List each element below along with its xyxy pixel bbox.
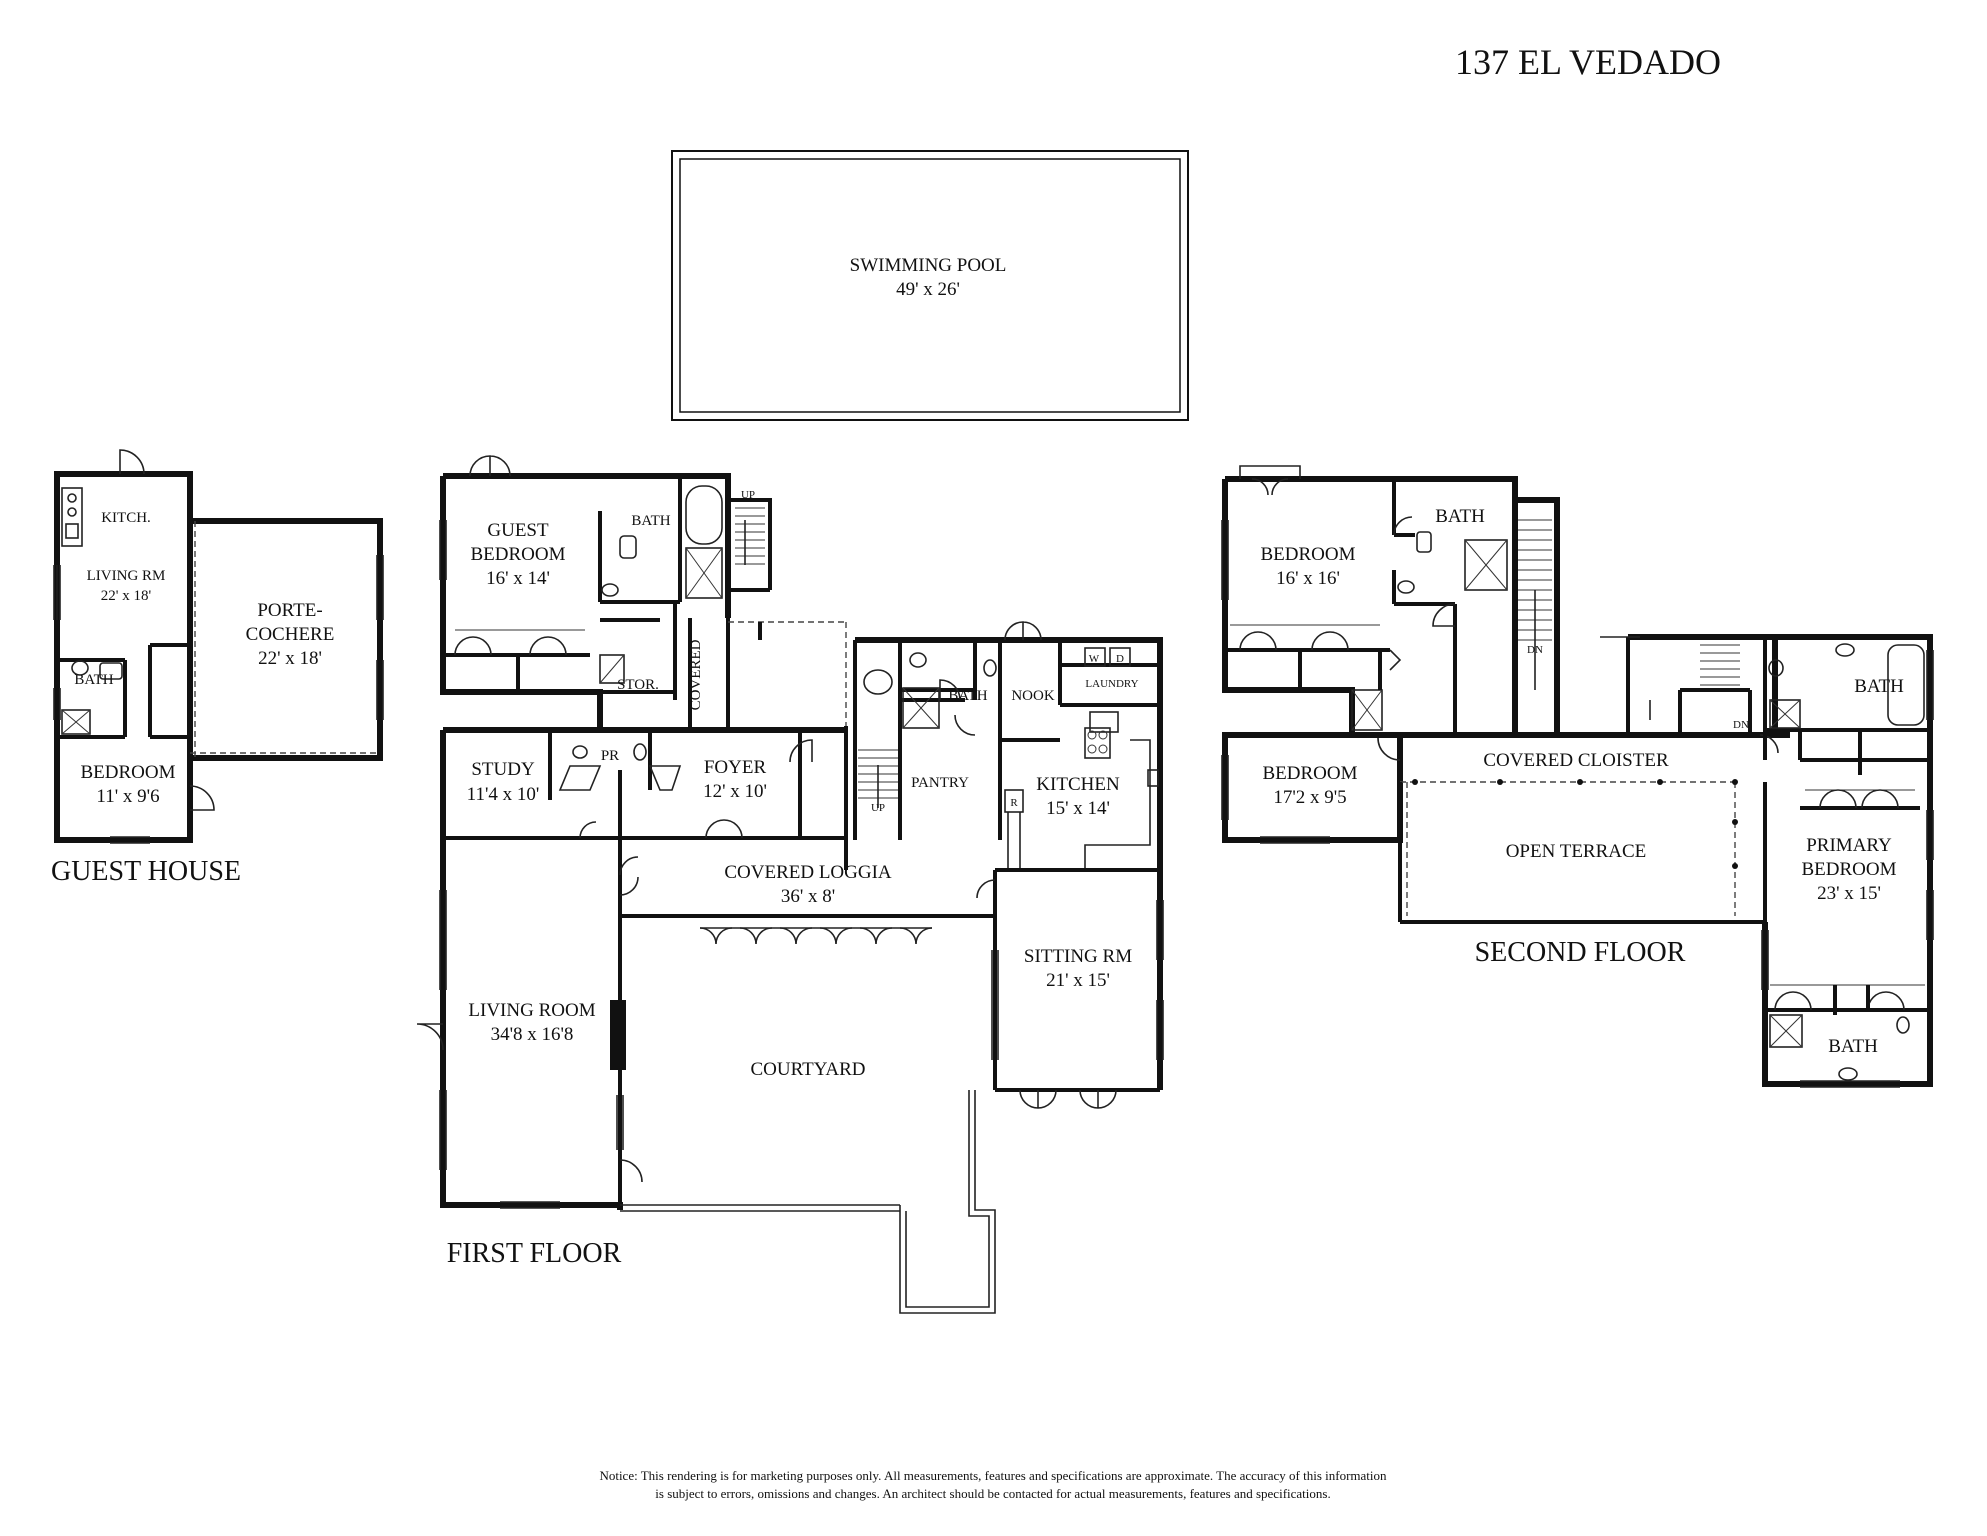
loggia-dims: 36' x 8' <box>781 886 835 907</box>
living-room-label: LIVING ROOM <box>468 1000 595 1021</box>
nook-label: NOOK <box>1011 688 1054 704</box>
guest-bath-label: BATH <box>631 513 670 529</box>
first-floor-title: FIRST FLOOR <box>447 1238 622 1269</box>
pantry-label: PANTRY <box>911 775 969 791</box>
swimming-pool: SWIMMING POOL 49' x 26' <box>671 150 1189 421</box>
primary-bedroom-label-1: PRIMARY <box>1806 835 1892 856</box>
loggia-label: COVERED LOGGIA <box>724 862 892 883</box>
courtyard-label: COURTYARD <box>751 1059 866 1080</box>
stair-down-label-1: DN <box>1527 644 1543 656</box>
notice-line-1: Notice: This rendering is for marketing … <box>599 1468 1387 1483</box>
guest-house: KITCH. LIVING RM 22' x 18' PORTE- COCHER… <box>51 449 384 887</box>
sitting-room-label: SITTING RM <box>1024 946 1132 967</box>
porte-cochere-dims: 22' x 18' <box>258 648 322 669</box>
foyer-label: FOYER <box>704 757 767 778</box>
guest-bedroom-label-2: BEDROOM <box>470 544 565 565</box>
guest-bath-label: BATH <box>74 672 113 688</box>
covered-cloister-label: COVERED CLOISTER <box>1483 750 1669 771</box>
refrigerator-label: R <box>1010 797 1018 809</box>
primary-bedroom-dims: 23' x 15' <box>1817 883 1881 904</box>
dryer-label: D <box>1116 653 1124 665</box>
kitchen-label: KITCHEN <box>1036 774 1120 795</box>
small-bath-label: BATH <box>948 688 987 704</box>
property-address: 137 EL VEDADO <box>1455 42 1721 82</box>
second-floor: DN DN <box>1221 465 1934 1088</box>
primary-bedroom-label-2: BEDROOM <box>1801 859 1896 880</box>
bath-2-label: BATH <box>1854 676 1904 697</box>
covered-label: COVERED <box>688 639 704 710</box>
stair-up-label-1: UP <box>741 489 755 501</box>
first-floor: UP UP <box>416 455 1164 1314</box>
bedroom-2-label: BEDROOM <box>1262 763 1357 784</box>
notice-line-2: is subject to errors, omissions and chan… <box>655 1486 1330 1501</box>
stair-down-label-2: DN <box>1733 719 1749 731</box>
bedroom-2-dims: 17'2 x 9'5 <box>1273 787 1346 808</box>
bedroom-1-dims: 16' x 16' <box>1276 568 1340 589</box>
bath-3-label: BATH <box>1828 1036 1878 1057</box>
guest-kitchen-label: KITCH. <box>101 510 151 526</box>
living-room-dims: 34'8 x 16'8 <box>491 1024 574 1045</box>
kitchen-dims: 15' x 14' <box>1046 798 1110 819</box>
pool-label: SWIMMING POOL <box>850 255 1007 276</box>
guest-living-label: LIVING RM <box>87 568 166 584</box>
open-terrace-label: OPEN TERRACE <box>1506 841 1647 862</box>
study-label: STUDY <box>471 759 535 780</box>
bath-1-label: BATH <box>1435 506 1485 527</box>
second-floor-title: SECOND FLOOR <box>1475 937 1686 968</box>
storage-label: STOR. <box>617 677 659 693</box>
guest-house-title: GUEST HOUSE <box>51 856 241 887</box>
guest-bedroom-label-1: GUEST <box>487 520 549 541</box>
laundry-label: LAUNDRY <box>1085 678 1138 690</box>
guest-living-dims: 22' x 18' <box>101 588 152 604</box>
guest-bedroom-label: BEDROOM <box>80 762 175 783</box>
pool-dims: 49' x 26' <box>896 279 960 300</box>
study-dims: 11'4 x 10' <box>467 784 540 805</box>
bedroom-1-label: BEDROOM <box>1260 544 1355 565</box>
guest-bedroom-dims: 11' x 9'6 <box>96 786 159 807</box>
guest-bedroom-dims: 16' x 14' <box>486 568 550 589</box>
foyer-dims: 12' x 10' <box>703 781 767 802</box>
stair-up-label-2: UP <box>871 802 885 814</box>
washer-label: W <box>1089 653 1100 665</box>
porte-cochere-label-1: PORTE- <box>257 600 322 621</box>
sitting-room-dims: 21' x 15' <box>1046 970 1110 991</box>
powder-room-label: PR <box>601 748 619 764</box>
porte-cochere-label-2: COCHERE <box>246 624 335 645</box>
